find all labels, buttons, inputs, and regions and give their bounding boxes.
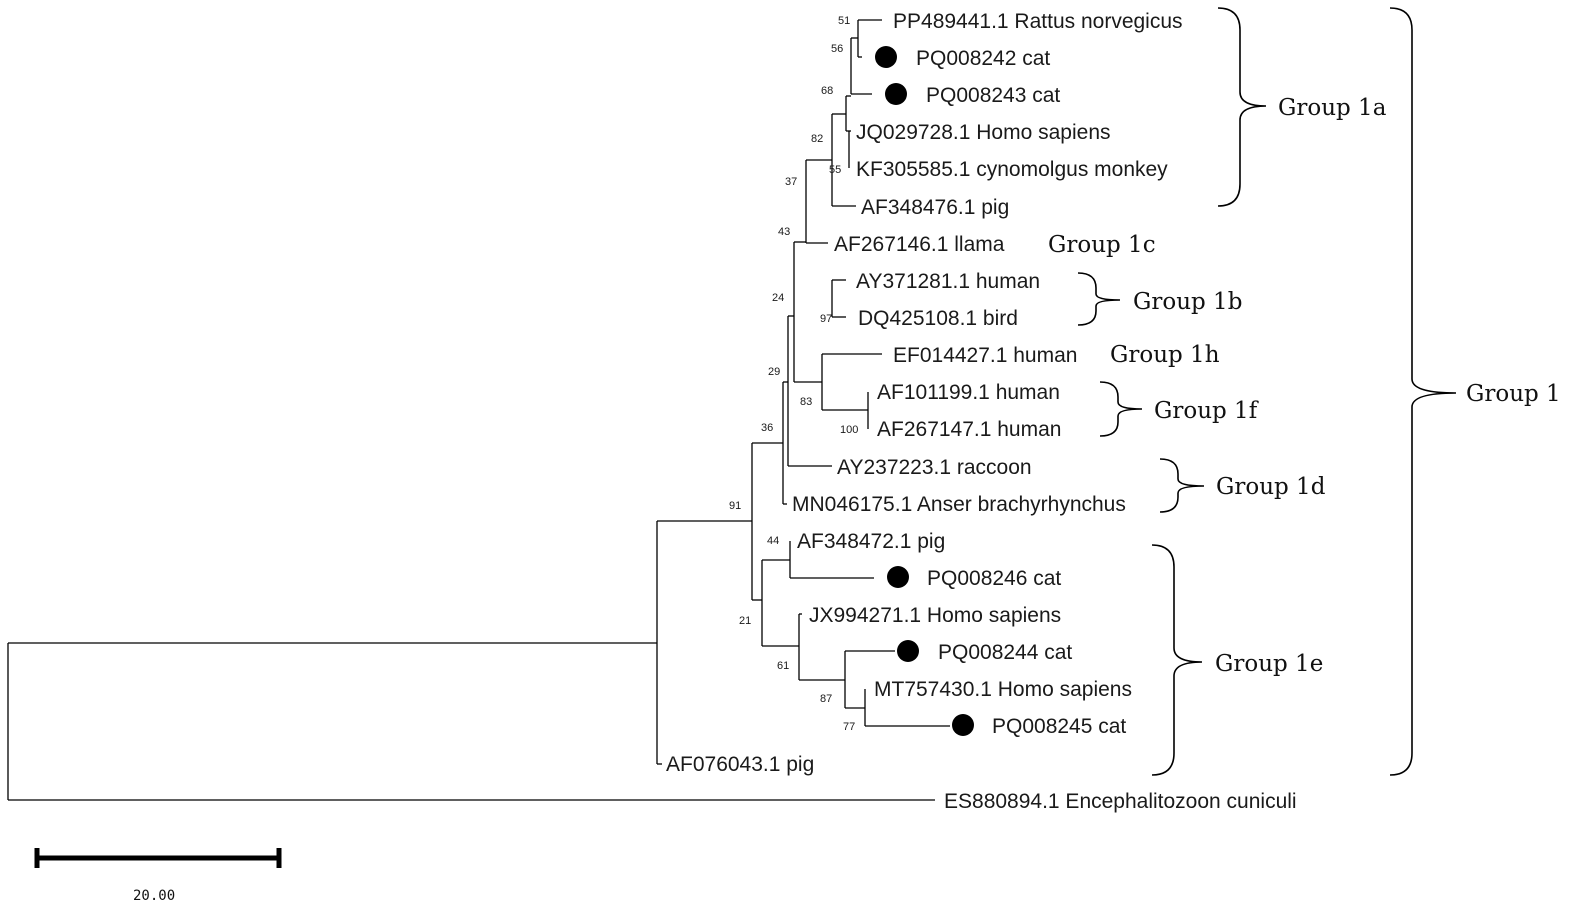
taxon-label: MN046175.1 Anser brachyrhynchus: [792, 493, 1126, 516]
taxon-label: EF014427.1 human: [893, 344, 1077, 367]
taxon-label: PQ008246 cat: [927, 567, 1061, 590]
group-label-1d: Group 1d: [1216, 474, 1326, 500]
bootstrap-value: 83: [800, 396, 812, 408]
taxon-label: KF305585.1 cynomolgus monkey: [856, 158, 1168, 181]
taxon-label: AF267147.1 human: [877, 418, 1061, 441]
taxon-label: DQ425108.1 bird: [858, 307, 1018, 330]
sample-marker-icon: [897, 640, 919, 662]
bootstrap-value: 21: [739, 615, 751, 627]
bootstrap-value: 24: [772, 292, 784, 304]
tree-branches: [7, 19, 950, 801]
group-label-1b: Group 1b: [1133, 289, 1242, 315]
taxon-label: AF348472.1 pig: [797, 530, 945, 553]
taxon-label: AF348476.1 pig: [861, 196, 1009, 219]
bootstrap-value: 68: [821, 85, 833, 97]
bootstrap-value: 29: [768, 366, 780, 378]
taxon-label: PP489441.1 Rattus norvegicus: [893, 10, 1183, 33]
scale-bar-label: 20.00: [133, 888, 175, 904]
taxon-label: JQ029728.1 Homo sapiens: [856, 121, 1111, 144]
taxon-label: ES880894.1 Encephalitozoon cuniculi: [944, 790, 1297, 813]
taxon-label: JX994271.1 Homo sapiens: [809, 604, 1061, 627]
bootstrap-value: 51: [838, 15, 850, 27]
bootstrap-value: 56: [831, 43, 843, 55]
group-label-1e: Group 1e: [1215, 651, 1323, 677]
sample-marker-icon: [885, 83, 907, 105]
taxon-label: PQ008244 cat: [938, 641, 1072, 664]
bootstrap-value: 44: [767, 535, 779, 547]
bootstrap-value: 91: [729, 500, 741, 512]
bootstrap-values: 51 56 68 82 55 37 43 24 97 29 83 100 36 …: [729, 15, 858, 733]
group-brace-1d: [1159, 458, 1205, 513]
bootstrap-value: 77: [843, 721, 855, 733]
group-labels: Group 1a Group 1c Group 1b Group 1h Grou…: [1048, 95, 1561, 677]
group-label-1h: Group 1h: [1110, 342, 1220, 368]
taxon-label: AY237223.1 raccoon: [837, 456, 1032, 479]
bootstrap-value: 55: [829, 164, 841, 176]
sample-marker-icon: [875, 46, 897, 68]
bootstrap-value: 43: [778, 226, 790, 238]
group-braces: [1077, 7, 1457, 776]
bootstrap-value: 61: [777, 660, 789, 672]
group-label-1c: Group 1c: [1048, 232, 1156, 258]
taxon-label: PQ008242 cat: [916, 47, 1050, 70]
taxon-label: AF267146.1 llama: [834, 233, 1005, 256]
taxon-label: PQ008243 cat: [926, 84, 1060, 107]
group-label-1a: Group 1a: [1278, 95, 1387, 121]
group-brace-1a: [1217, 7, 1267, 207]
bootstrap-value: 36: [761, 422, 773, 434]
group-brace-1b: [1077, 272, 1121, 326]
taxon-label: MT757430.1 Homo sapiens: [874, 678, 1132, 701]
bootstrap-value: 82: [811, 133, 823, 145]
sample-marker-icon: [952, 714, 974, 736]
taxon-labels: PP489441.1 Rattus norvegicus PQ008242 ca…: [666, 10, 1297, 813]
taxon-label: AF076043.1 pig: [666, 753, 814, 776]
bootstrap-value: 37: [785, 176, 797, 188]
taxon-label: PQ008245 cat: [992, 715, 1126, 738]
group-brace-1: [1389, 7, 1457, 776]
bootstrap-value: 100: [840, 424, 858, 436]
group-brace-1f: [1099, 381, 1143, 437]
group-brace-1e: [1151, 544, 1203, 776]
group-label-1f: Group 1f: [1154, 398, 1259, 424]
taxon-label: AF101199.1 human: [877, 381, 1060, 404]
group-label-1: Group 1: [1466, 381, 1561, 407]
taxon-label: AY371281.1 human: [856, 270, 1040, 293]
cat-sample-markers: [875, 46, 974, 736]
sample-marker-icon: [887, 566, 909, 588]
scale-bar: 20.00: [34, 848, 282, 904]
bootstrap-value: 87: [820, 693, 832, 705]
bootstrap-value: 97: [820, 313, 832, 325]
